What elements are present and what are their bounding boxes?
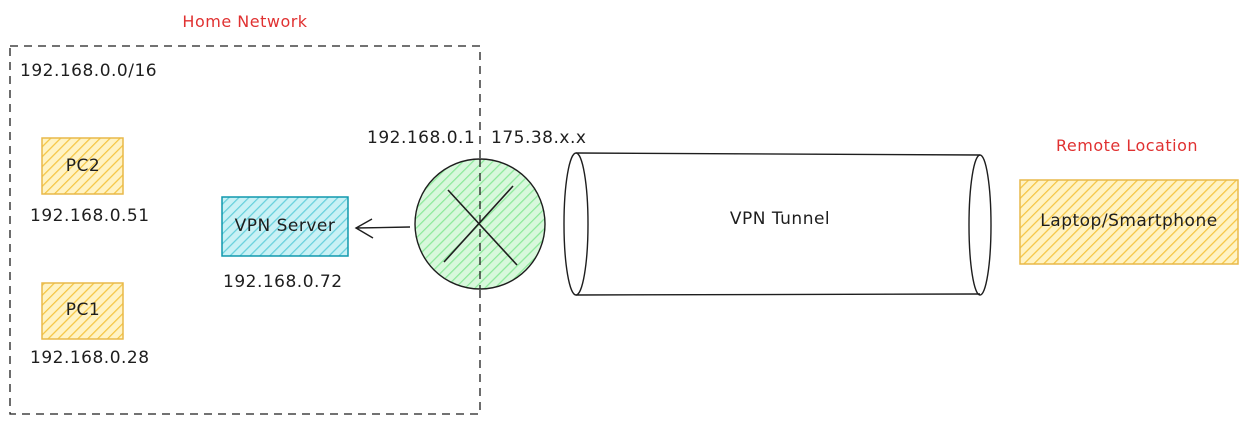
- tunnel-right-end: [968, 154, 992, 296]
- home-network-title: Home Network: [182, 12, 308, 31]
- vpn-server-label: VPN Server: [234, 216, 336, 236]
- router-wan-ip: 175.38.x.x: [491, 128, 587, 148]
- vpn-server-box: [221, 196, 349, 257]
- pc1-label: PC1: [65, 300, 101, 320]
- pc2-label: PC2: [65, 156, 101, 176]
- router-x-line-1: [447, 189, 518, 266]
- router-lan-ip: 192.168.0.1: [367, 128, 476, 148]
- pc2-ip: 192.168.0.51: [30, 206, 150, 226]
- router-x-line-2: [443, 185, 514, 263]
- router-to-server-arrow: [355, 226, 411, 229]
- vpn-server-ip: 192.168.0.72: [223, 272, 343, 292]
- arrow-head: [354, 218, 374, 239]
- home-network-boundary: [9, 45, 481, 415]
- pc2-box: [41, 137, 124, 195]
- pc1-box: [41, 282, 124, 340]
- subnet-label: 192.168.0.0/16: [20, 61, 158, 81]
- pc1-ip: 192.168.0.28: [30, 348, 150, 368]
- vpn-tunnel-label: VPN Tunnel: [729, 209, 831, 229]
- remote-device-label: Laptop/Smartphone: [1040, 211, 1218, 231]
- remote-device-box: [1019, 179, 1239, 265]
- tunnel-body: [575, 152, 981, 296]
- tunnel-left-end: [563, 152, 589, 296]
- remote-location-title: Remote Location: [1056, 136, 1198, 155]
